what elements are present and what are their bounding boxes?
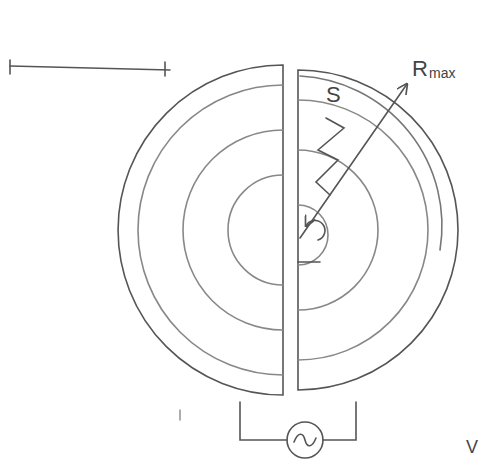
lead-tick	[10, 60, 165, 76]
voltage-label: V	[466, 438, 478, 456]
rotation-arrow	[306, 220, 325, 240]
wire	[323, 402, 356, 440]
orbit-arc	[183, 130, 283, 330]
wire	[240, 402, 287, 440]
orbit-arc	[298, 100, 428, 360]
radius-arrow	[300, 84, 407, 238]
orbit-arc	[138, 85, 283, 375]
radius-label: R	[412, 58, 428, 80]
radius-subscript: max	[429, 66, 455, 80]
ac-source	[287, 422, 323, 458]
left-dee	[118, 65, 283, 395]
zigzag-path	[316, 118, 344, 195]
beam-lead	[10, 66, 170, 70]
orbit-arc	[228, 175, 283, 285]
right-dee	[298, 70, 458, 390]
orbit-arc	[300, 76, 442, 250]
orbit-arc	[298, 150, 378, 310]
ac-symbol	[294, 434, 316, 446]
centre-mark	[298, 261, 320, 263]
stray-mark	[179, 410, 181, 420]
label-s: S	[326, 84, 341, 106]
